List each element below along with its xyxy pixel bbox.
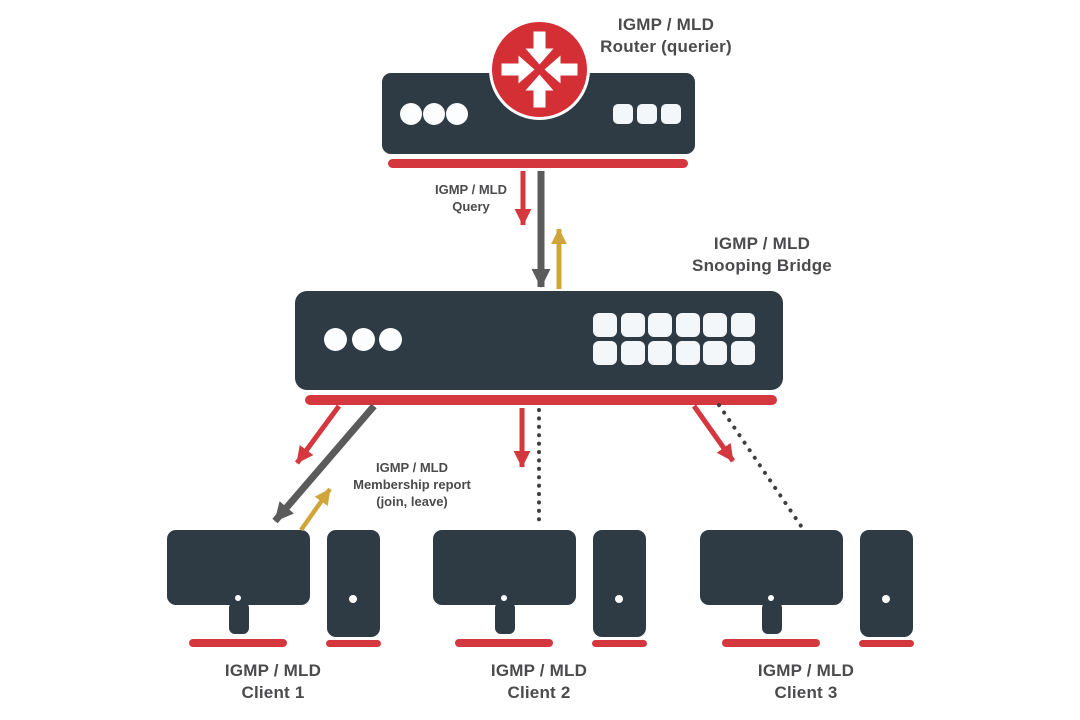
tower-dot-icon bbox=[349, 595, 357, 603]
client3-monitor-underline bbox=[722, 639, 820, 647]
port-square-icon bbox=[613, 104, 633, 124]
led-dot-icon bbox=[446, 103, 468, 125]
bridge-red-underline bbox=[305, 395, 777, 405]
router-led-row bbox=[400, 103, 468, 125]
led-dot-icon bbox=[379, 328, 402, 351]
router-icon-arrows bbox=[501, 31, 578, 108]
client1-red-down-arrow bbox=[294, 404, 342, 465]
bridge-label: IGMP / MLD Snooping Bridge bbox=[692, 234, 832, 275]
port-square-icon bbox=[675, 341, 700, 365]
port-square-icon bbox=[648, 313, 672, 337]
port-square-icon bbox=[661, 104, 681, 124]
client2-tower-underline bbox=[592, 640, 647, 647]
client2-monitor-underline bbox=[455, 639, 553, 647]
client1-tower-underline bbox=[326, 640, 381, 647]
monitor-dot-icon bbox=[501, 595, 507, 601]
client3-tower-icon bbox=[860, 530, 913, 637]
led-dot-icon bbox=[324, 328, 347, 351]
snooping-bridge-device bbox=[295, 291, 783, 390]
client1-monitor-stand bbox=[229, 602, 249, 634]
port-square-icon bbox=[703, 341, 727, 365]
port-square-icon bbox=[637, 104, 657, 124]
led-dot-icon bbox=[351, 328, 375, 351]
led-dot-icon bbox=[423, 103, 445, 125]
client1-monitor-icon bbox=[167, 530, 310, 605]
port-square-icon bbox=[593, 313, 617, 337]
port-square-icon bbox=[703, 313, 727, 337]
port-square-icon bbox=[730, 313, 755, 337]
client2-label: IGMP / MLD Client 2 bbox=[490, 661, 588, 702]
membership-report-label: IGMP / MLD Membership report (join, leav… bbox=[353, 460, 471, 509]
query-label: IGMP / MLD Query bbox=[435, 182, 507, 214]
router-red-underline bbox=[388, 159, 688, 168]
inward-arrows-router-icon bbox=[492, 22, 587, 117]
client2-tower-icon bbox=[593, 530, 646, 637]
client1-monitor-underline bbox=[189, 639, 287, 647]
client3-dotted-link bbox=[717, 403, 803, 528]
client3-monitor-stand bbox=[762, 602, 782, 634]
monitor-dot-icon bbox=[235, 595, 241, 601]
monitor-dot-icon bbox=[768, 595, 774, 601]
client2-monitor-icon bbox=[433, 530, 576, 605]
router-port-row bbox=[613, 104, 681, 124]
client1-yellow-up-arrow bbox=[299, 487, 332, 532]
led-dot-icon bbox=[400, 103, 422, 125]
client3-red-down-arrow bbox=[691, 404, 736, 463]
bridge-led-row bbox=[324, 328, 402, 351]
client3-monitor-icon bbox=[700, 530, 843, 605]
tower-dot-icon bbox=[615, 595, 623, 603]
bridge-port-grid bbox=[593, 313, 755, 365]
client3-tower-underline bbox=[859, 640, 914, 647]
port-square-icon bbox=[730, 341, 755, 365]
client3-label: IGMP / MLD Client 3 bbox=[757, 661, 855, 702]
tower-dot-icon bbox=[882, 595, 890, 603]
router-label: IGMP / MLD Router (querier) bbox=[600, 15, 732, 56]
client1-tower-icon bbox=[327, 530, 380, 637]
port-square-icon bbox=[648, 341, 672, 365]
client1-label: IGMP / MLD Client 1 bbox=[224, 661, 322, 702]
client2-monitor-stand bbox=[495, 602, 515, 634]
port-square-icon bbox=[675, 313, 700, 337]
port-square-icon bbox=[593, 341, 617, 365]
port-square-icon bbox=[620, 313, 645, 337]
port-square-icon bbox=[620, 341, 645, 365]
